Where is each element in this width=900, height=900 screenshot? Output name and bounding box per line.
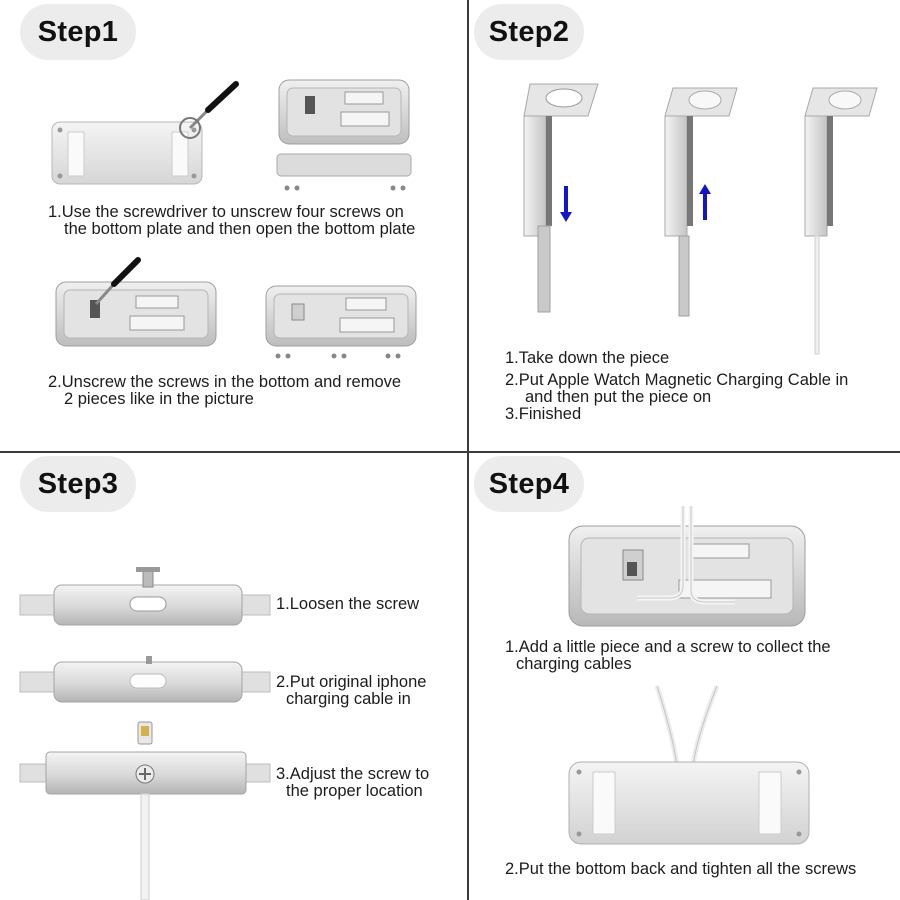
stand-finished-illustration: [804, 87, 878, 355]
vertical-divider: [467, 0, 469, 900]
base-inside-illustration: [55, 257, 217, 347]
step2-caption-2: 2.Put Apple Watch Magnetic Charging Cabl…: [505, 371, 849, 406]
step3-caption-2: 2.Put original iphone charging cable in: [276, 673, 427, 708]
step2-caption-3: 3.Finished: [505, 405, 582, 423]
step3-caption-3: 3.Adjust the screw to the proper locatio…: [276, 765, 430, 800]
connector-cable-inserted-illustration: [19, 656, 271, 703]
connector-screw-adjusted-illustration: [19, 721, 271, 900]
step4-caption-1: 1.Add a little piece and a screw to coll…: [505, 638, 831, 673]
step4-caption-2: 2.Put the bottom back and tighten all th…: [505, 860, 857, 878]
down-arrow-icon: [560, 186, 572, 222]
step2-caption-1: 1.Take down the piece: [505, 349, 670, 367]
base-cable-management-illustration: [568, 506, 806, 627]
step1-badge: Step1: [20, 4, 136, 60]
step1-caption-1: 1.Use the screwdriver to unscrew four sc…: [48, 203, 416, 238]
step4-badge: Step4: [474, 456, 584, 512]
bottom-plate-illustration: [51, 81, 239, 185]
step3-caption-1: 1.Loosen the screw: [276, 595, 420, 613]
base-removed-pieces-illustration: [265, 285, 417, 359]
step1-caption-2: 2.Unscrew the screws in the bottom and r…: [48, 373, 402, 408]
up-arrow-icon: [699, 184, 711, 220]
connector-loosen-screw-illustration: [19, 567, 271, 626]
horizontal-divider: [0, 451, 900, 453]
base-closed-illustration: [568, 685, 810, 845]
stand-piece-removed-illustration: [523, 83, 599, 313]
step3-badge: Step3: [20, 456, 136, 512]
open-base-illustration: [276, 79, 412, 191]
screwdriver-icon: [179, 81, 239, 139]
stand-cable-inserted-illustration: [664, 87, 738, 317]
screwdriver-icon: [94, 257, 141, 306]
step2-badge: Step2: [474, 4, 584, 60]
